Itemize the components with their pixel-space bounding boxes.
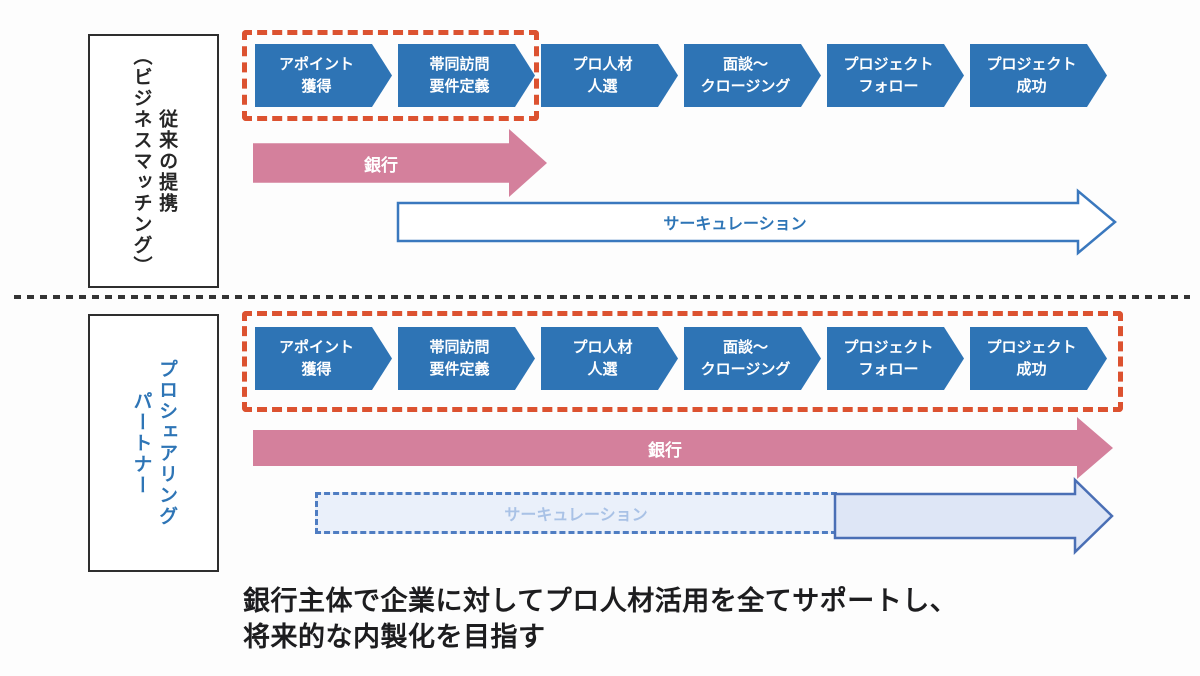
bank-arrow-bottom: 銀行 [253, 417, 1113, 479]
step-label: アポイント 獲得 [278, 338, 354, 378]
process-row-bottom: アポイント 獲得 帯同訪問 要件定義 プロ人材 人選 面談～ クロージング プロ… [255, 327, 1107, 390]
circulation-arrow-top: サーキュレーション [396, 188, 1118, 256]
step-label: 面談～ クロージング [700, 55, 791, 95]
step-label: 帯同訪問 要件定義 [429, 55, 490, 95]
step-chevron: 帯同訪問 要件定義 [398, 44, 535, 107]
process-row-top: アポイント 獲得 帯同訪問 要件定義 プロ人材 人選 面談～ クロージング プロ… [255, 44, 1107, 107]
circulation-arrow-label: サーキュレーション [504, 507, 648, 524]
step-label: プロジェクト 成功 [986, 55, 1077, 95]
prosharing-label: プロシェアリング パートナー [130, 359, 178, 527]
step-label: プロ人材 人選 [572, 55, 633, 95]
highlight-box-bottom [242, 311, 1123, 412]
step-label: プロ人材 人選 [572, 338, 633, 378]
step-chevron: アポイント 獲得 [255, 44, 392, 107]
prosharing-label-box: プロシェアリング パートナー [88, 314, 219, 572]
circulation-arrow-label: サーキュレーション [663, 216, 807, 233]
highlight-box-top [242, 30, 539, 121]
caption-text: 銀行主体で企業に対してプロ人材活用を全てサポートし、 将来的な内製化を目指す [243, 586, 958, 652]
step-chevron: プロジェクト 成功 [970, 327, 1107, 390]
step-label: アポイント 獲得 [278, 55, 354, 95]
bank-arrow-label: 銀行 [364, 155, 398, 175]
divider-dashed-line [14, 295, 1190, 299]
circulation-solid-arrow-shape [833, 477, 1114, 555]
step-label: 帯同訪問 要件定義 [429, 338, 490, 378]
step-chevron: プロジェクト 成功 [970, 44, 1107, 107]
traditional-label: 従来の提携 （ビジネスマッチング） [130, 45, 178, 277]
step-chevron: プロ人材 人選 [541, 44, 678, 107]
step-label: プロジェクト 成功 [986, 338, 1077, 378]
traditional-label-box: 従来の提携 （ビジネスマッチング） [88, 34, 219, 288]
step-label: 面談～ クロージング [700, 338, 791, 378]
step-chevron: 面談～ クロージング [684, 327, 821, 390]
bank-arrow-top: 銀行 [253, 129, 547, 197]
step-chevron: 帯同訪問 要件定義 [398, 327, 535, 390]
bank-arrow-label: 銀行 [648, 440, 682, 460]
step-label: プロジェクト フォロー [843, 55, 934, 95]
step-chevron: プロ人材 人選 [541, 327, 678, 390]
step-chevron: プロジェクト フォロー [827, 327, 964, 390]
circulation-dashed-box: サーキュレーション [315, 492, 837, 534]
step-chevron: プロジェクト フォロー [827, 44, 964, 107]
step-label: プロジェクト フォロー [843, 338, 934, 378]
step-chevron: アポイント 獲得 [255, 327, 392, 390]
circulation-arrow-bottom: サーキュレーション [315, 477, 1115, 555]
step-chevron: 面談～ クロージング [684, 44, 821, 107]
circulation-arrow-outline-shape [396, 188, 1117, 256]
